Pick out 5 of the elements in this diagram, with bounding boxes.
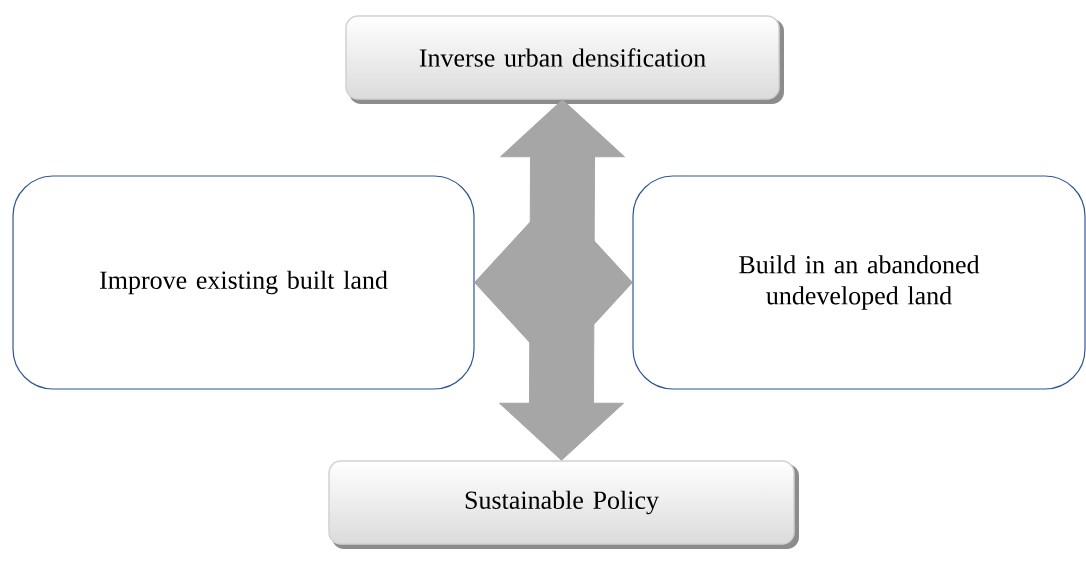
rounded-box: Sustainable Policy (328, 460, 799, 549)
rounded-box: Inverse urban densification (345, 15, 784, 104)
rounded-box: Improve existing built land (12, 175, 475, 390)
block-arrow (474, 220, 633, 345)
rounded-box: Build in an abandoned undeveloped land (632, 175, 1086, 390)
